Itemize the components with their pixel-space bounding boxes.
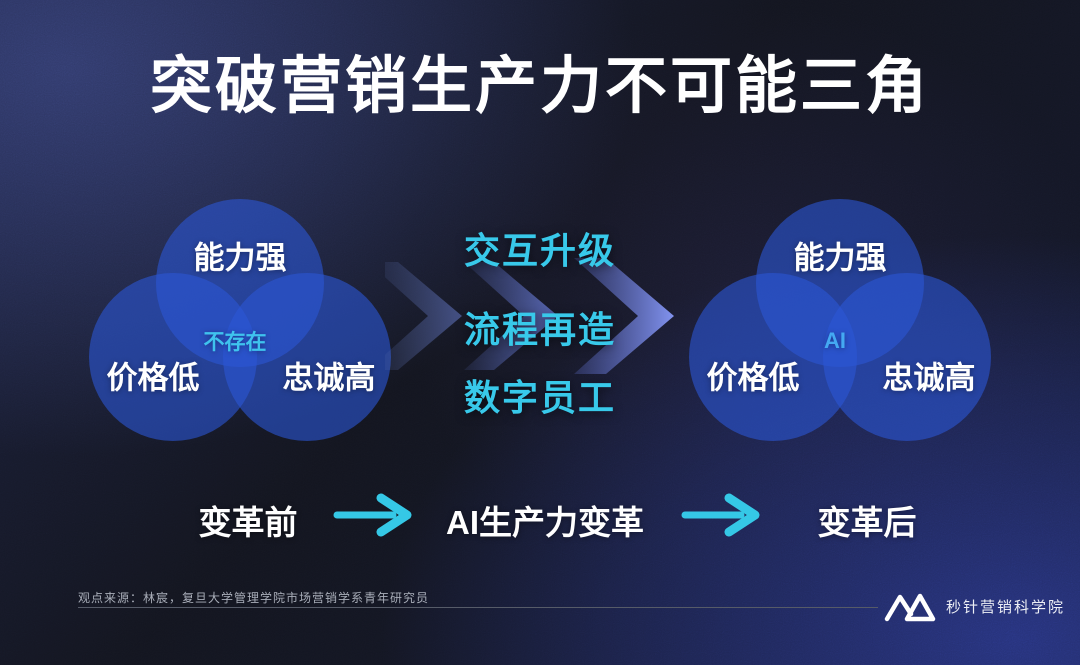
venn-before-label-loyalty: 忠诚高	[282, 360, 376, 396]
venn-after-label-center: AI	[824, 328, 846, 353]
venn-after-label-capability: 能力强	[793, 240, 887, 276]
venn-before-label-price: 价格低	[106, 360, 200, 396]
source-attribution: 观点来源：林宸，复旦大学管理学院市场营销学系青年研究员	[78, 591, 430, 605]
transform-step-process: 流程再造	[463, 309, 616, 350]
venn-after-circle-loyalty	[823, 273, 991, 441]
arrow-right-icon	[333, 493, 412, 537]
venn-before: 能力强 价格低 忠诚高 不存在	[89, 199, 391, 441]
transform-step-interaction: 交互升级	[463, 230, 616, 271]
miaozhen-logo-icon	[884, 593, 936, 622]
venn-before-label-center: 不存在	[203, 331, 267, 354]
flow-after-label: 变革后	[817, 504, 917, 541]
venn-after: 能力强 价格低 忠诚高 AI	[689, 199, 991, 441]
venn-before-circle-loyalty	[223, 273, 391, 441]
brand: 秒针营销科学院	[884, 591, 1065, 622]
venn-after-label-loyalty: 忠诚高	[882, 360, 976, 396]
arrow-right-icon	[681, 493, 760, 537]
footer-divider	[78, 607, 878, 608]
brand-name: 秒针营销科学院	[946, 599, 1066, 616]
venn-after-label-price: 价格低	[706, 360, 800, 396]
page-title: 突破营销生产力不可能三角	[149, 52, 930, 121]
flow-before-label: 变革前	[198, 504, 298, 541]
venn-before-label-capability: 能力强	[193, 240, 287, 276]
flow-middle-label: AI生产力变革	[446, 504, 644, 541]
transform-step-digital: 数字员工	[463, 377, 616, 418]
